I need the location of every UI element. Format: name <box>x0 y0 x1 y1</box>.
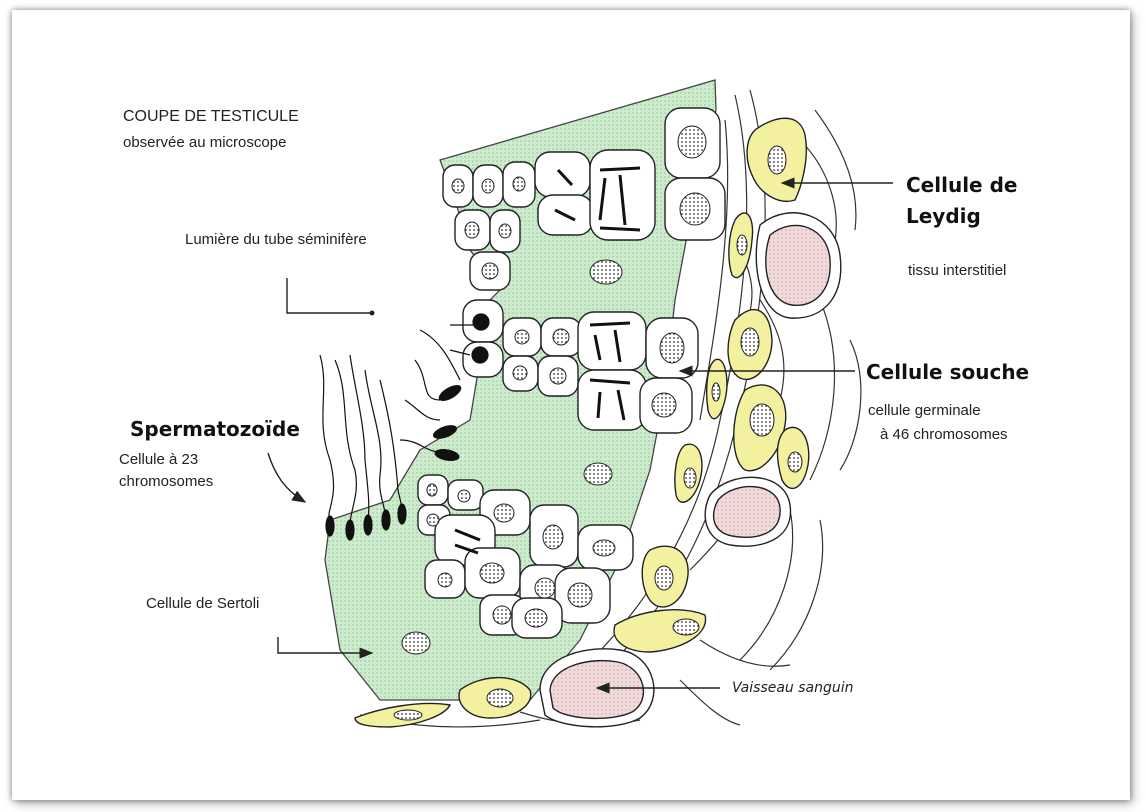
label-leydig-1: Cellule de <box>906 174 1017 198</box>
label-stem-desc-1: cellule germinale <box>868 402 981 420</box>
label-lumen: Lumière du tube séminifère <box>185 231 367 249</box>
figure-title: COUPE DE TESTICULE <box>123 108 299 127</box>
label-stem-desc-2: à 46 chromosomes <box>880 426 1008 444</box>
figure-subtitle: observée au microscope <box>123 134 286 152</box>
label-spermatozoide-desc-2: chromosomes <box>119 473 213 491</box>
label-leydig-2: Leydig <box>906 205 981 229</box>
label-spermatozoide: Spermatozoïde <box>130 418 300 442</box>
label-interstitial: tissu interstitiel <box>908 262 1006 280</box>
label-sertoli: Cellule de Sertoli <box>146 595 259 613</box>
label-spermatozoide-desc-1: Cellule à 23 <box>119 451 198 469</box>
label-stem-cell: Cellule souche <box>866 361 1029 385</box>
label-vessel: Vaisseau sanguin <box>732 680 854 697</box>
